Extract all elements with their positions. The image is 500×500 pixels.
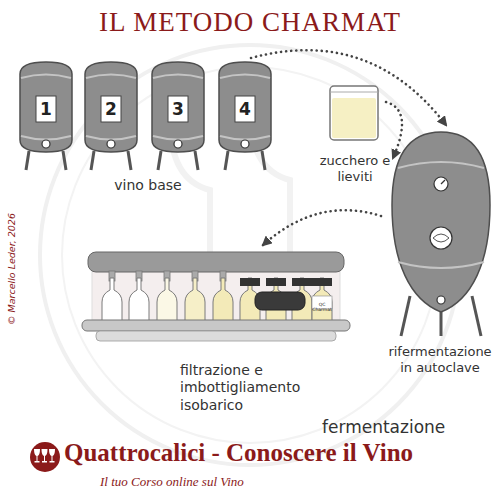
diagram-title: IL METODO CHARMAT [99,7,401,38]
tank-number-text: 3 [152,96,204,122]
flow-arrow [251,50,446,125]
bottle-label-wrap: QC Charmat [311,297,333,315]
brand-tagline-wrap: Il tuo Corso online sul Vino [100,472,400,490]
brand-name-wrap: Quattrocalici - Conoscere il Vino [64,438,496,468]
tank-number-text: 4 [219,96,271,122]
brand-name: Quattrocalici - Conoscere il Vino [64,438,413,468]
flow-arrow [263,210,381,245]
tank-number-text: 1 [20,96,72,122]
bottle-label: QC Charmat [311,303,333,312]
brand-tagline: Il tuo Corso online sul Vino [100,474,244,490]
tank-number: 3 [152,62,204,172]
node-caption: filtrazione e imbottigliamento isobarico [180,362,312,415]
tank-number: 4 [219,62,271,172]
copyright-note-wrap: © Marcello Leder, 2026 [1,169,15,369]
node-caption: zucchero e lieviti [310,153,400,184]
category-label: fermentazione [322,417,445,437]
ingredient-jar: zucchero e lieviti [310,80,400,184]
bottling-line: filtrazione e imbottigliamento isobarico [85,250,345,414]
stage-label: vino base [114,177,181,194]
tank-number: 2 [85,62,137,172]
title-wrap: IL METODO CHARMAT [0,7,500,38]
tank-number-text: 2 [85,96,137,122]
autoclave-tank: rifermentazione in autoclave [385,128,495,376]
flow-arrow [386,102,402,158]
copyright-note: © Marcello Leder, 2026 [6,213,17,325]
category-label-wrap: fermentazione [322,417,492,437]
tank-number: 1 [20,62,72,172]
node-caption: rifermentazione in autoclave [385,344,495,376]
stage-label-wrap: vino base [98,176,198,194]
